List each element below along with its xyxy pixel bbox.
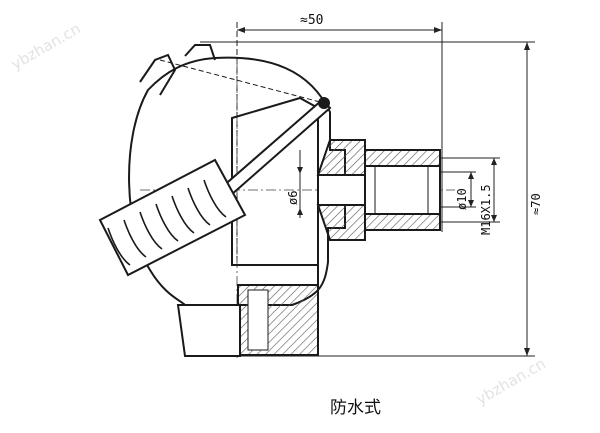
- cable-gland-section: [316, 139, 441, 241]
- dim-label-width: ≈50: [300, 13, 323, 28]
- gland-bore: [317, 174, 369, 206]
- gland-hatch-top: [316, 139, 366, 176]
- gland-hatch-bottom: [316, 204, 366, 241]
- knob-ridges: [107, 179, 227, 266]
- fitting-hatch-top: [364, 149, 441, 167]
- caption-label: 防水式: [330, 398, 381, 418]
- knurled-knob: [98, 158, 247, 277]
- base-bore: [247, 289, 269, 351]
- watermark-top-left: ybzhan.cn: [8, 19, 84, 73]
- lid-hinge-left: [139, 53, 177, 96]
- dim-label-height: ≈70: [529, 193, 543, 215]
- base-left-collar: [176, 304, 241, 357]
- dim-label-inner-dia: ø10: [455, 188, 469, 210]
- fitting-hatch-bottom: [364, 213, 441, 231]
- watermark-bottom-right: ybzhan.cn: [473, 354, 549, 408]
- lid-hinge-top: [184, 44, 216, 61]
- dimension-lines: [185, 22, 535, 357]
- base-section: [176, 284, 319, 357]
- dim-label-bore-dia: ø6: [286, 191, 300, 205]
- dim-label-thread: M16X1.5: [479, 184, 493, 235]
- lid-arc-guide: [159, 59, 325, 104]
